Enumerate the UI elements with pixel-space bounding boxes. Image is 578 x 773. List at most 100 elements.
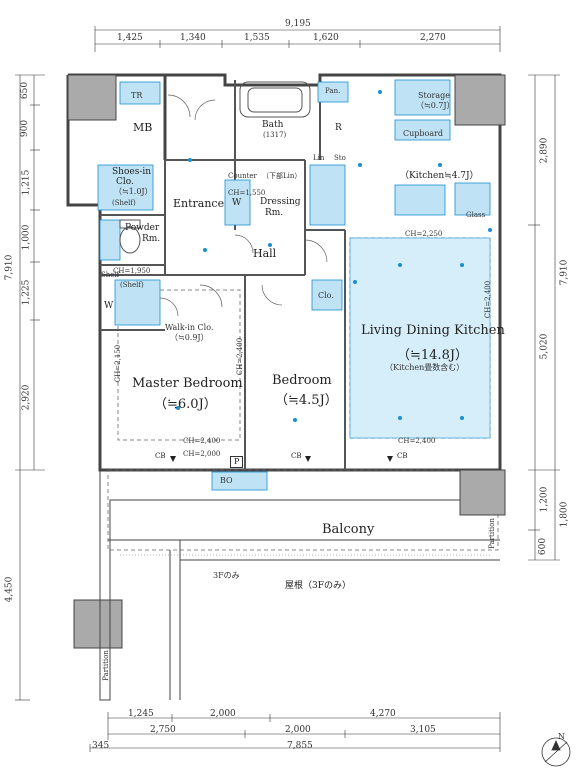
dim-top-2: 1,340 [180, 33, 206, 43]
dim-bottom-2: 2,000 [210, 709, 236, 719]
ch-ldk-right: CH=2,400 [484, 280, 493, 319]
label-kitchen: （Kitchen≒4.7J） [400, 171, 479, 181]
label-w2: W [232, 198, 242, 208]
ch-master-bottom2: CH=2,000 [183, 450, 221, 458]
dim-bottom-7: 345 [92, 741, 110, 751]
dim-bottom-total: 7,855 [287, 741, 313, 751]
ch-master-right: CH=2,400 [236, 337, 245, 376]
ch-master-left: CH=2,150 [114, 344, 123, 383]
bathtub-icon [239, 81, 311, 118]
ch-dressing: CH=1,550 [228, 189, 266, 197]
dim-left-3: 1,215 [21, 169, 32, 196]
label-lin: Lin [313, 154, 325, 162]
label-shelf3: (Shelf) [120, 281, 144, 289]
dim-top-total: 9,195 [285, 19, 311, 29]
label-powder-rm: Rm. [142, 234, 161, 244]
dim-right-lower-1: 1,200 [539, 486, 550, 513]
label-storage: Storage [418, 91, 450, 100]
ch-ldk-top: CH=2,250 [405, 230, 443, 238]
door-swings [159, 94, 328, 317]
label-cb-1: CB [155, 452, 166, 460]
label-roof-note: 3Fのみ [213, 571, 240, 580]
label-shoes-size: （≒1.0J） [114, 187, 153, 196]
label-partition: Partition [487, 518, 496, 549]
dim-left-1: 650 [20, 81, 31, 100]
dim-bottom-4: 2,750 [150, 725, 176, 735]
label-master: Master Bedroom [132, 376, 243, 391]
label-bath: Bath [262, 120, 284, 130]
pillars [67, 74, 506, 649]
interior-walls [100, 80, 346, 470]
label-shelf: (Shelf) [112, 199, 136, 207]
dim-right-total: 7,910 [559, 259, 570, 286]
label-cb-3: CB [397, 452, 408, 460]
lights [176, 90, 492, 422]
label-r: R [335, 123, 342, 133]
dim-left-5: 1,225 [21, 279, 32, 306]
label-hall: Hall [253, 247, 277, 260]
balcony-outline [99, 470, 500, 701]
dim-right-2: 5,020 [539, 333, 550, 360]
ldk-area [349, 237, 491, 439]
dim-top-5: 2,270 [420, 33, 446, 43]
label-bo: BO [220, 476, 233, 485]
dim-bottom-3: 4,270 [370, 709, 396, 719]
label-dressing-rm: Rm. [265, 208, 284, 218]
ch-ldk-bottom: CH=2,400 [398, 437, 436, 445]
label-shelf2: Shelf [101, 271, 120, 279]
label-counter-note: （下部Lin） [262, 172, 302, 180]
cb-markers [170, 456, 393, 462]
dim-right-1: 2,890 [539, 137, 550, 164]
fixtures [97, 79, 491, 491]
dim-left-lower: 4,450 [4, 576, 15, 603]
toilet-icon [119, 219, 141, 254]
dim-bottom-5: 2,000 [285, 725, 311, 735]
label-cupboard: Cupboard [403, 129, 444, 138]
label-mb: MB [133, 121, 153, 134]
bottom-dimension-lines [89, 712, 501, 752]
dim-right-lower-3: 600 [538, 537, 549, 556]
label-pan: Pan. [325, 87, 341, 95]
compass-label: N [558, 732, 565, 741]
label-p: P [230, 456, 244, 468]
label-bedroom-size: （≒4.5J） [275, 393, 338, 408]
label-bath-size: (1317) [263, 131, 287, 139]
dim-left-6: 2,920 [21, 384, 32, 411]
label-w1: W [104, 301, 114, 311]
dim-top-3: 1,535 [244, 33, 270, 43]
dim-right-lower-2: 1,800 [559, 501, 570, 528]
label-glass: Glass [466, 211, 486, 219]
dim-top-1: 1,425 [117, 33, 143, 43]
label-clo: Clo. [318, 291, 334, 300]
right-dimension-lines [528, 74, 560, 561]
label-wic-size: （≒0.9J） [170, 333, 209, 342]
dim-bottom-1: 1,245 [128, 709, 154, 719]
label-storage-size: （≒0.7J） [416, 101, 455, 110]
label-bedroom: Bedroom [272, 373, 332, 388]
label-ldk-note: （Kitchen畳数含む） [385, 363, 465, 372]
label-partition2: Partition [101, 650, 110, 681]
label-counter: Counter [228, 172, 257, 180]
dim-left-4: 1,000 [21, 224, 32, 251]
label-balcony: Balcony [322, 522, 375, 537]
label-sto: Sto [334, 154, 346, 162]
label-ldk-size: （≒14.8J） [397, 348, 469, 363]
label-wic: Walk-in Clo. [165, 323, 214, 332]
compass-icon [541, 737, 571, 767]
dim-left-2: 900 [20, 119, 31, 138]
label-roof: 屋根（3Fのみ） [285, 581, 351, 591]
top-dimension-lines [94, 26, 501, 52]
ch-master-bottom: CH=2,400 [183, 437, 221, 445]
dim-bottom-6: 3,105 [410, 725, 436, 735]
dim-left-total: 7,910 [4, 254, 15, 281]
dim-top-4: 1,620 [313, 33, 339, 43]
label-tr: TR [131, 91, 143, 100]
label-entrance: Entrance [173, 197, 225, 210]
label-dressing: Dressing [260, 197, 301, 207]
left-dimension-lines [15, 74, 45, 701]
label-master-size: （≒6.0J） [154, 397, 217, 412]
ch-wic: CH=1,950 [113, 267, 151, 275]
label-shoes-clo: Clo. [116, 177, 134, 187]
label-shoes: Shoes-in [112, 167, 152, 177]
